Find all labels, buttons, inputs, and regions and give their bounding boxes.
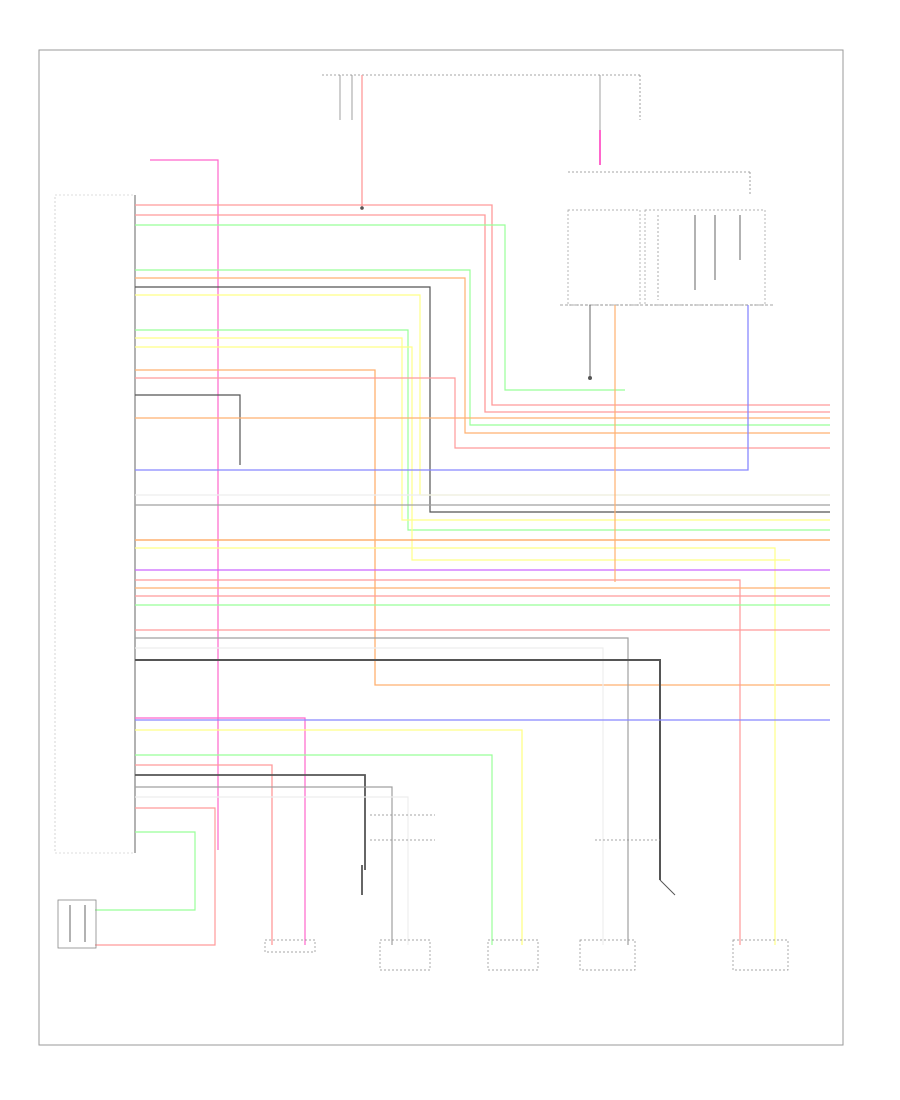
relay-block: [560, 171, 775, 380]
bottom-connectors: [264, 814, 789, 971]
power-source: [322, 74, 641, 210]
control-module: [54, 194, 136, 854]
wire-harness: [95, 159, 830, 946]
seat-belt-switch: [57, 899, 97, 949]
diagram-border: [38, 49, 844, 1046]
